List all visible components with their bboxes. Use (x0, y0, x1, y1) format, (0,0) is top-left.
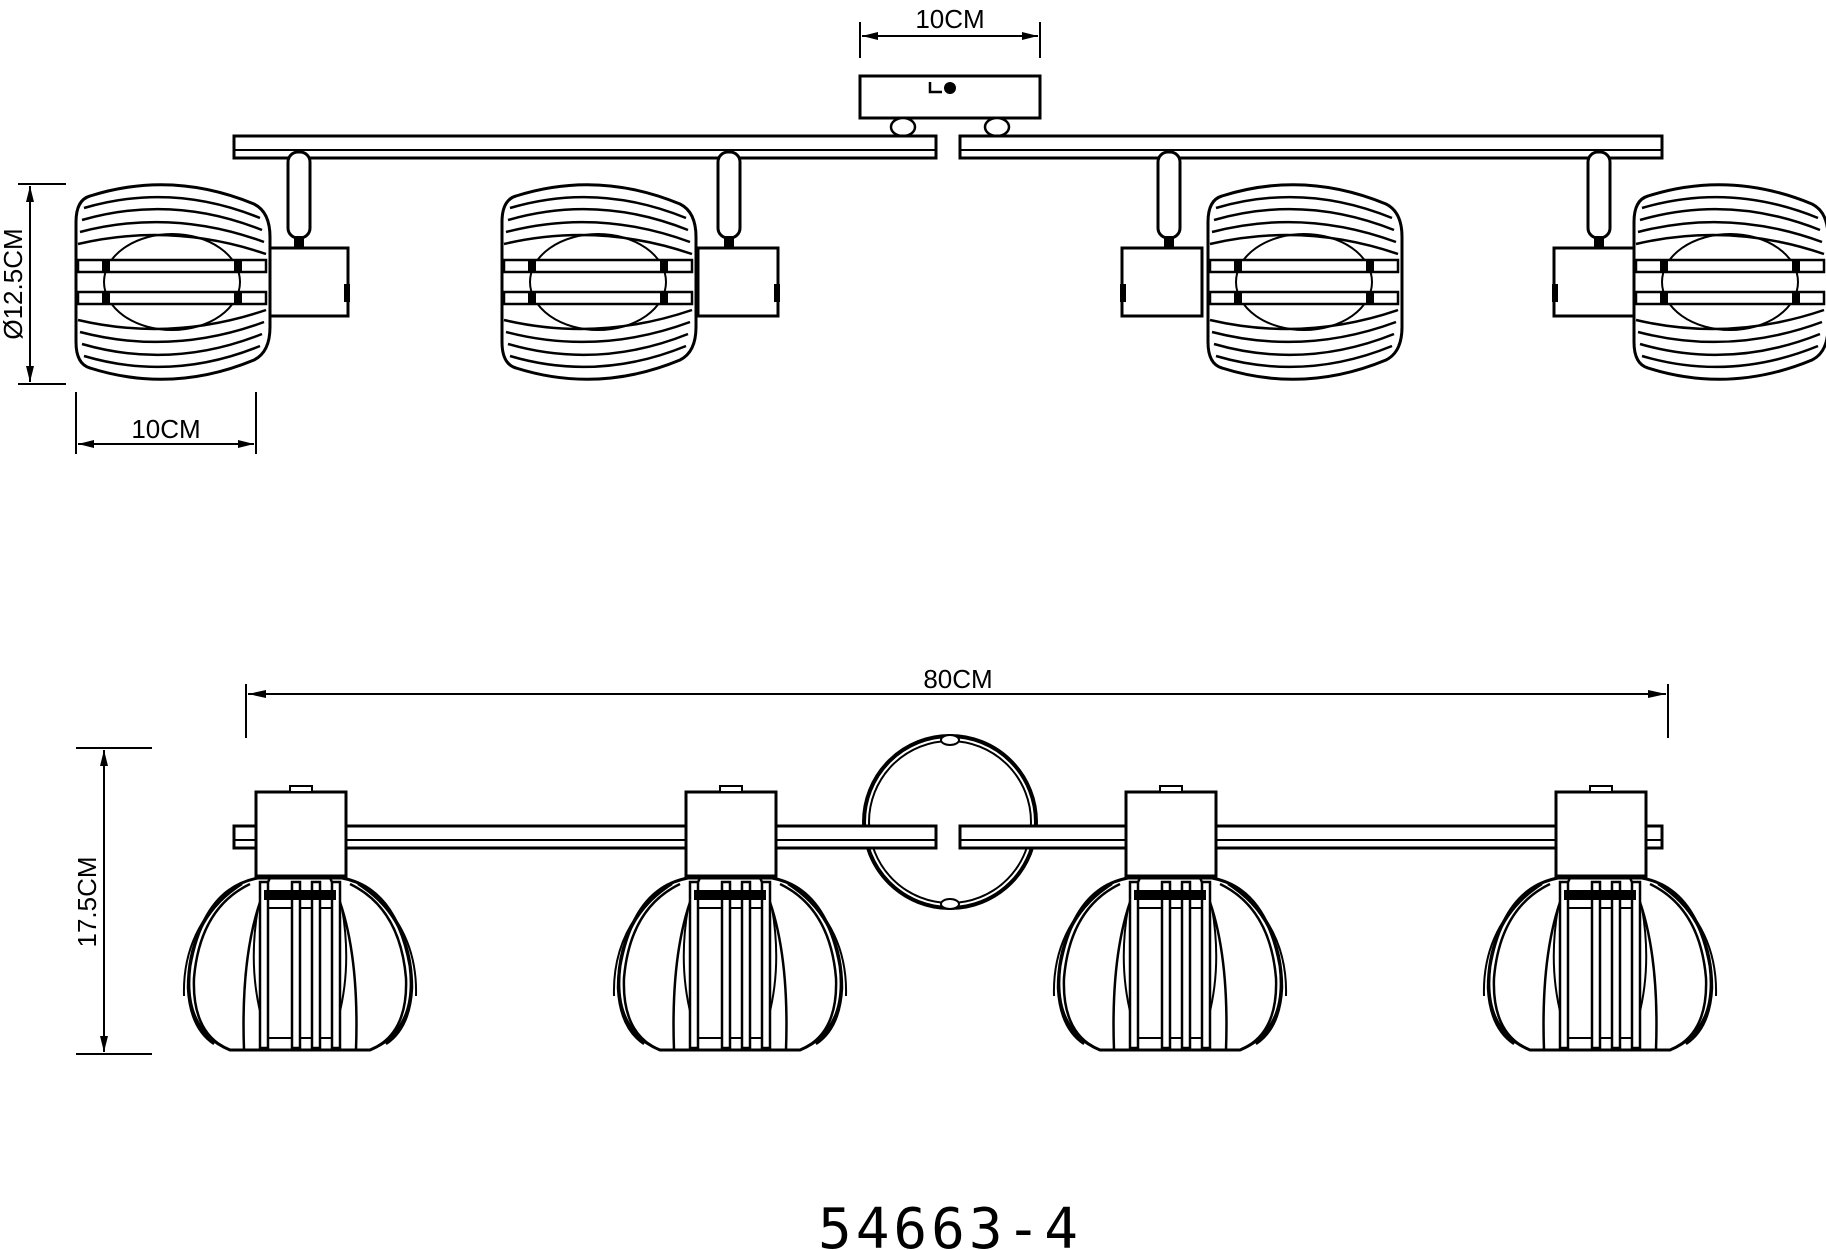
front-spot-body-2 (684, 785, 778, 878)
spot-shade-2 (500, 183, 698, 381)
shade-width-label: 10CM (131, 414, 200, 444)
mounting-bar-left (232, 134, 938, 160)
total-width-label: 80CM (923, 664, 992, 694)
canopy (858, 74, 1042, 138)
front-spot-body-3 (1124, 785, 1218, 878)
spot-shade-3 (1206, 183, 1404, 381)
front-spot-shade-3 (1052, 876, 1288, 1052)
spot-arm-2 (696, 150, 780, 318)
canopy-width-label: 10CM (915, 4, 984, 34)
canopy-round (862, 734, 1038, 910)
front-spot-shade-1 (182, 876, 418, 1052)
shade-width-dimension: 10CM (75, 392, 257, 454)
mounting-bar-right (958, 134, 1664, 160)
front-spot-shade-2 (612, 876, 848, 1052)
spot-shade-4 (1632, 183, 1826, 381)
canopy-width-dimension: 10CM (859, 4, 1041, 58)
spot-arm-3 (1120, 150, 1204, 318)
total-width-dimension: 80CM (245, 664, 1669, 738)
height-dimension: 17.5CM (72, 747, 152, 1055)
height-label: 17.5CM (72, 856, 102, 947)
spot-arm-1 (268, 150, 350, 318)
spot-shade-1 (74, 183, 272, 381)
model-number: 54663-4 (818, 1197, 1082, 1250)
front-spot-body-1 (254, 785, 348, 878)
top-view: 10CM (0, 4, 1826, 454)
shade-diameter-dimension: Ø12.5CM (0, 183, 66, 385)
shade-diameter-label: Ø12.5CM (0, 228, 28, 339)
front-spot-shade-4 (1482, 876, 1718, 1052)
spot-arm-4 (1552, 150, 1636, 318)
front-view: 80CM 17.5CM (72, 664, 1718, 1055)
front-spot-body-4 (1554, 785, 1648, 878)
